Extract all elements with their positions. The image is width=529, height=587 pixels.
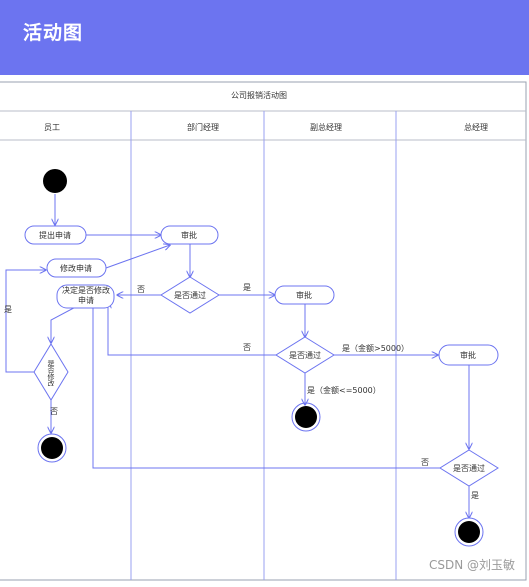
edge-label-vp-over: 是（金额>5000） [342, 343, 409, 353]
node-vp-pass [275, 336, 335, 374]
end-node-gm [458, 521, 480, 543]
node-dept-pass [160, 276, 220, 314]
node-gm-pass [439, 449, 499, 487]
node-decide-modify [56, 284, 115, 309]
node-submit-label: 提出申请 [39, 230, 71, 240]
lane-label-vp: 副总经理 [310, 122, 342, 132]
node-gm-review [438, 344, 499, 366]
activity-diagram: 公司报销活动图 员工 部门经理 副总经理 总经理 是 否 [0, 75, 529, 583]
node-is-modify-label: 是否修改 [47, 360, 55, 386]
node-vp-review-label: 审批 [296, 290, 312, 300]
edge-gm-pass-decide [93, 302, 441, 469]
watermark: CSDN @刘玉敏 [428, 558, 515, 572]
node-dept-review-label: 审批 [181, 230, 197, 240]
node-gm-pass-label: 是否通过 [453, 463, 485, 473]
node-submit [24, 225, 87, 245]
node-dept-review [160, 225, 219, 245]
start-node [43, 169, 67, 193]
edge-vp-pass-decide [108, 302, 276, 356]
edge-label-gm-yes: 是 [471, 491, 479, 500]
node-gm-review-label: 审批 [460, 350, 476, 360]
node-dept-pass-label: 是否通过 [174, 290, 206, 300]
edge-label-dept-yes: 是 [243, 283, 251, 292]
edge-is-modify-modify [5, 270, 46, 373]
node-vp-review [274, 285, 335, 305]
end-node-gm-ring [454, 517, 484, 547]
lane-label-gm: 总经理 [464, 122, 488, 132]
end-node-vp-ring [291, 402, 321, 432]
edge-label-vp-no: 否 [243, 343, 251, 352]
node-modify [46, 258, 107, 278]
node-vp-pass-label: 是否通过 [289, 350, 321, 360]
page-title: 活动图 [23, 22, 84, 44]
diagram-frame [0, 81, 527, 581]
node-decide-modify-label: 决定是否修改申请 [62, 286, 110, 305]
end-node-vp [295, 406, 317, 428]
diagram-title: 公司报销活动图 [231, 90, 287, 100]
lane-label-employee: 员工 [44, 123, 60, 132]
page-header: 活动图 [0, 0, 529, 75]
edge-label-modify-yes: 是 [4, 305, 12, 314]
node-is-modify [33, 343, 69, 401]
edge-label-vp-under: 是（金额<=5000） [307, 385, 381, 395]
edge-label-gm-no: 否 [421, 458, 429, 467]
end-node-employee [41, 437, 63, 459]
node-modify-label: 修改申请 [60, 263, 92, 273]
edge-modify-dept-review [105, 245, 170, 269]
lane-label-dept-manager: 部门经理 [187, 122, 219, 132]
end-node-employee-ring [37, 433, 67, 463]
edge-label-dept-no: 否 [137, 285, 145, 294]
edge-label-modify-no: 否 [50, 407, 58, 416]
